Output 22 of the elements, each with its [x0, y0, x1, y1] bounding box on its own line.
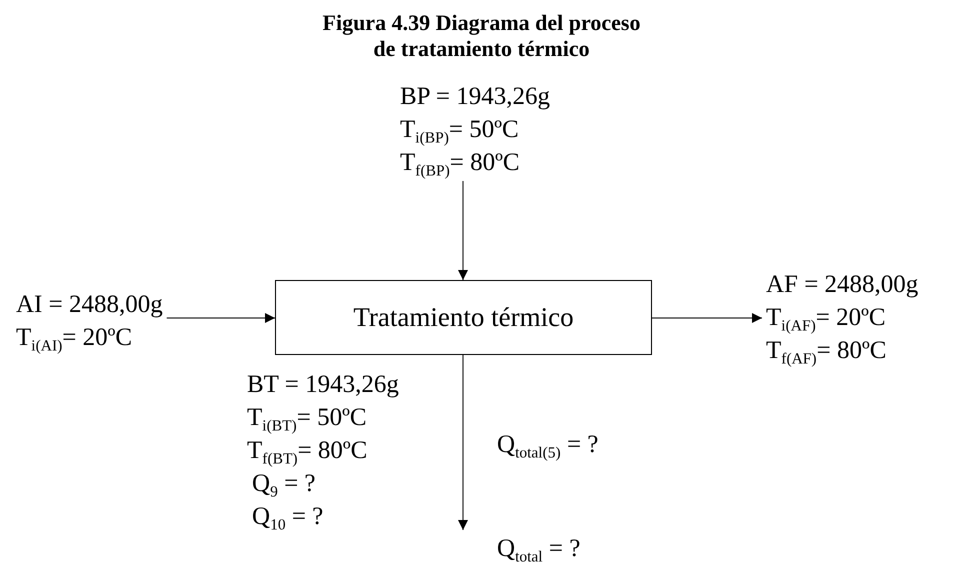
- stream-value: AF = 2488,00g: [766, 270, 918, 300]
- stream-value: T$_{f(BT)}$= 80ºC: [247, 436, 368, 467]
- process-box: [275, 280, 652, 355]
- stream-value: BT = 1943,26g: [247, 370, 399, 400]
- stream-value: T$_{i(BP)}$= 50ºC: [400, 115, 519, 146]
- stream-value: AI = 2488,00g: [16, 290, 163, 320]
- stream-value: Q$_{9}$ = ?: [252, 469, 316, 500]
- stream-value: T$_{f(AF)}$= 80ºC: [766, 336, 886, 367]
- stream-value: Q$_{10}$ = ?: [252, 502, 324, 533]
- stream-value: BP = 1943,26g: [400, 82, 550, 112]
- arrow: [166, 313, 275, 323]
- stream-value: Q$_{total}$ = ?: [497, 534, 580, 565]
- edge-label: Q$_{total(5)}$ = ?: [497, 430, 598, 461]
- stream-value: T$_{i(AF)}$= 20ºC: [766, 303, 886, 334]
- figure-title: Figura 4.39 Diagrama del proceso de tratamiento térmico: [322, 10, 642, 62]
- stream-value: T$_{f(BP)}$= 80ºC: [400, 148, 520, 179]
- arrow: [458, 181, 468, 280]
- arrow: [458, 355, 468, 530]
- stream-value: T$_{i(BT)}$= 50ºC: [247, 403, 366, 434]
- arrow: [652, 313, 762, 323]
- stream-value: T$_{i(AI)}$= 20ºC: [16, 323, 132, 354]
- process-label: Tratamiento térmico: [353, 301, 574, 334]
